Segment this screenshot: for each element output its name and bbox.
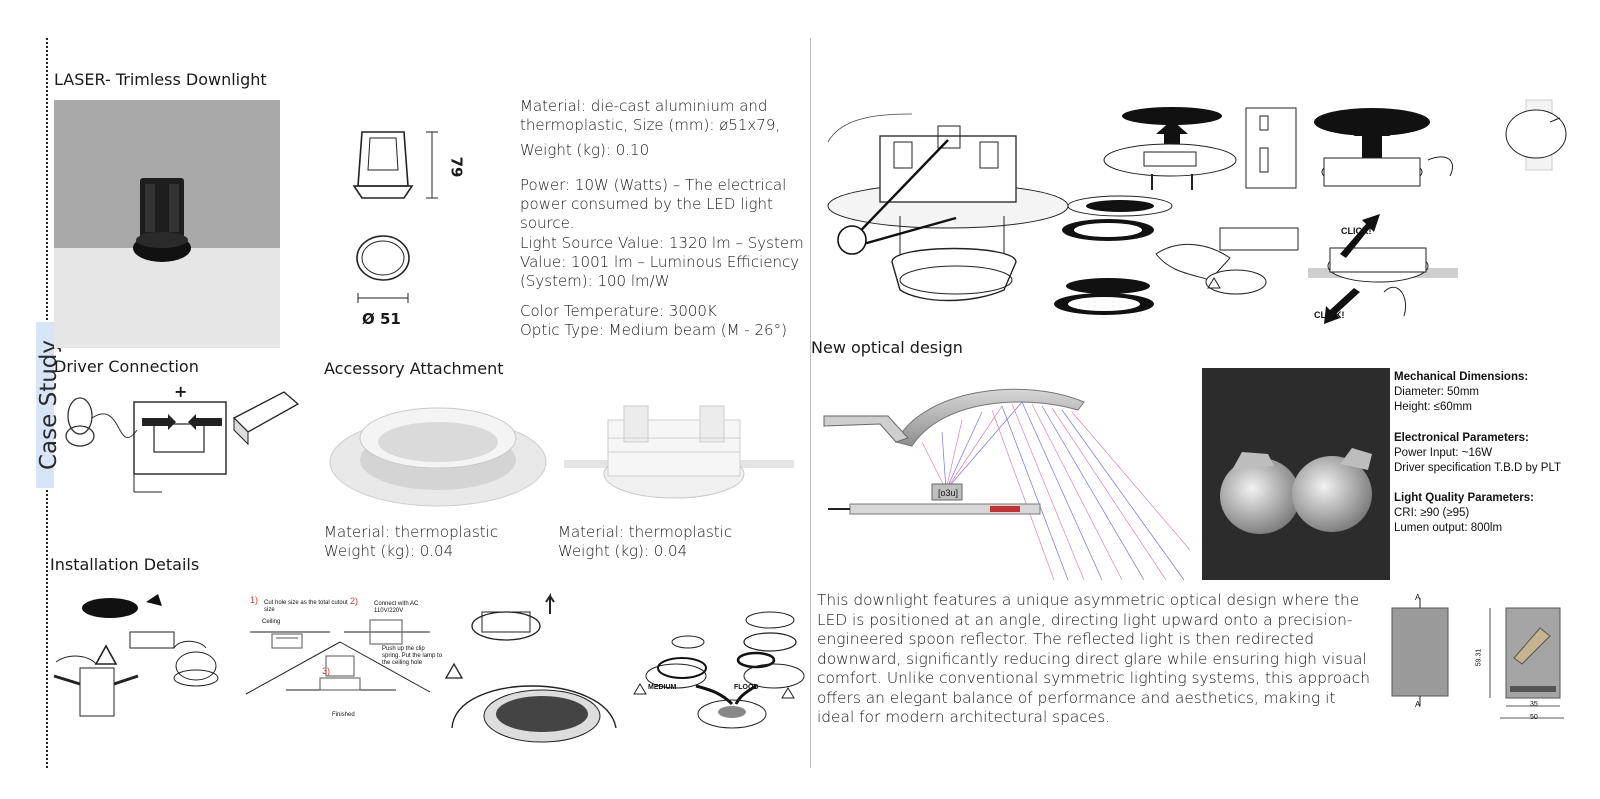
spec-material: Material: die-cast aluminium and thermop…: [520, 97, 781, 134]
param-power-input: Power Input: ~16W: [1394, 447, 1493, 459]
param-mechanical-title: Mechanical Dimensions:: [1394, 371, 1529, 383]
reflector-render: [1202, 368, 1390, 580]
accessory2-weight: Weight (kg): 0.04: [558, 542, 688, 560]
install-cut-hole-note: Cut hole size as the total cutout size: [264, 600, 348, 613]
install-finished-label: Finished: [332, 712, 355, 718]
install-step-ceiling-diagram: [245, 619, 431, 695]
spec-weight: Weight (kg): 0.10: [520, 141, 650, 159]
accessory1-weight: Weight (kg): 0.04: [324, 542, 454, 560]
mounting-trim-assembly: [1054, 107, 1299, 315]
optical-ray-diagram: [823, 388, 1191, 581]
section-drawing-front: [1391, 598, 1449, 706]
beam-medium-label: MEDIUM: [648, 684, 677, 691]
section-drawing-side: [1489, 607, 1564, 719]
spec-optic-type: Optic Type: Medium beam (M - 26°): [520, 321, 787, 339]
vertical-divider: [810, 38, 811, 768]
driver-heading: Driver Connection: [54, 357, 199, 376]
install-step-wiring-diagram: [53, 594, 219, 717]
installation-heading: Installation Details: [50, 555, 200, 574]
product-title: LASER- Trimless Downlight: [54, 70, 267, 89]
accessory-clip-housing: [564, 405, 794, 499]
param-mechanical: Mechanical Dimensions: Diameter: 50mm He…: [1394, 370, 1528, 415]
section-inner-dim: 35: [1530, 701, 1538, 708]
install-step1-number: 1): [250, 595, 259, 605]
beam-flood-label: FLOOD: [734, 684, 759, 691]
install-step-fixture-detail: [444, 592, 617, 743]
driver-plus-sign: +: [174, 382, 188, 401]
optical-chip-label: [o3u]: [938, 488, 959, 498]
param-electronical: Electronical Parameters: Power Input: ~1…: [1394, 431, 1561, 476]
section-height-dim: 59.31: [1475, 648, 1483, 667]
spec-color-temp: Color Temperature: 3000K: [520, 302, 717, 320]
accessory-trim-ring: [329, 407, 547, 507]
param-cri: CRI: ≥90 (≥95): [1394, 507, 1470, 519]
param-lumen: Lumen output: 800lm: [1394, 522, 1503, 534]
product-photo: [54, 100, 280, 348]
param-electronical-title: Electronical Parameters:: [1394, 432, 1529, 444]
install-push-up-note: Push up the clip spring. Put the lamp to…: [382, 646, 443, 666]
param-driver-spec: Driver specification T.B.D by PLT: [1394, 462, 1562, 474]
param-height: Height: ≤60mm: [1394, 401, 1472, 413]
mounting-click-assembly: [1308, 108, 1458, 324]
accessory-heading: Accessory Attachment: [324, 359, 504, 378]
spec-power: Power: 10W (Watts) – The electrical powe…: [520, 176, 787, 232]
driver-diagram: [65, 391, 300, 493]
install-step-beam-selection: [633, 611, 805, 729]
side-tab: [36, 322, 54, 488]
optical-description: This downlight features a unique asymmet…: [817, 591, 1370, 726]
install-connect-note: Connect with AC 110V/220V: [374, 601, 419, 614]
accessory2-material: Material: thermoplastic: [558, 523, 733, 541]
param-light-quality-title: Light Quality Parameters:: [1394, 492, 1534, 504]
install-step2-number: 2): [350, 596, 359, 606]
click-label-top: CLICK!: [1341, 226, 1372, 236]
mounting-exploded-view: [827, 113, 1069, 302]
section-mark-top: A: [1415, 593, 1421, 602]
install-step3-number: 3): [322, 666, 331, 676]
param-light-quality: Light Quality Parameters: CRI: ≥90 (≥95)…: [1394, 491, 1534, 536]
dim-height-label: 79: [447, 156, 466, 178]
spec-luminous: Light Source Value: 1320 lm – System Val…: [520, 234, 804, 290]
accessory1-material: Material: thermoplastic: [324, 523, 499, 541]
dim-diameter-label: Ø 51: [362, 310, 401, 328]
dimension-drawing: [352, 131, 438, 303]
click-label-bottom: CLICK!: [1314, 310, 1345, 320]
param-diameter: Diameter: 50mm: [1394, 386, 1479, 398]
install-ceiling-label: Ceiling: [262, 619, 281, 625]
section-mark-bottom: A: [1415, 700, 1421, 709]
section-outer-dim: 50: [1530, 714, 1538, 721]
mounting-side-detail: [1505, 99, 1567, 171]
optical-heading: New optical design: [811, 338, 963, 357]
